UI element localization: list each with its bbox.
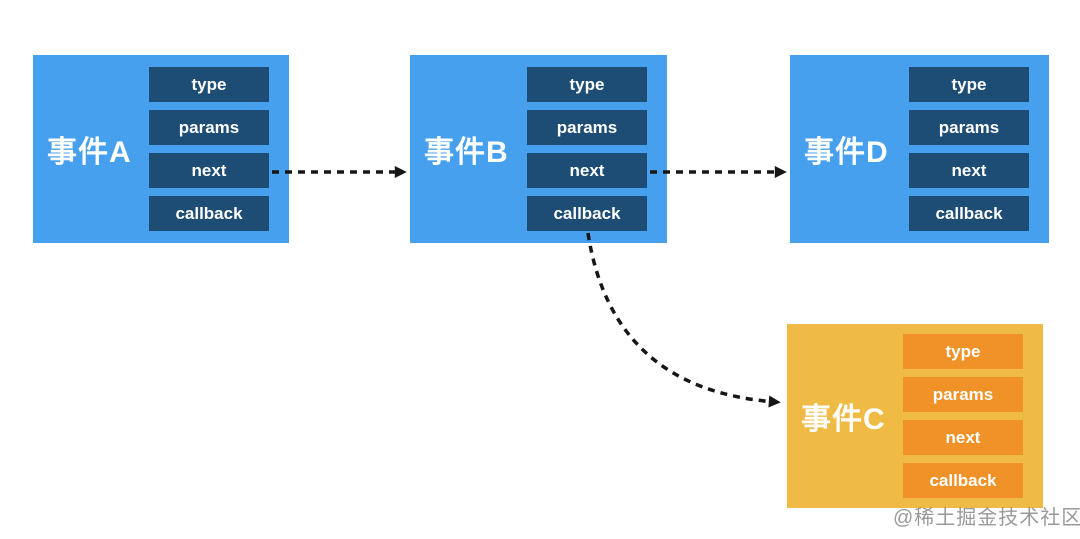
event-c-label: 事件C [801, 403, 886, 436]
watermark: @稀土掘金技术社区 [893, 507, 1080, 529]
event-node-a: 事件A type params next callback [33, 55, 289, 243]
event-node-d: 事件D type params next callback [790, 55, 1049, 243]
field-next: next [527, 153, 647, 188]
field-callback: callback [527, 196, 647, 231]
field-next: next [149, 153, 269, 188]
field-params: params [903, 377, 1023, 412]
field-params: params [909, 110, 1029, 145]
field-callback: callback [909, 196, 1029, 231]
event-a-fields: type params next callback [149, 67, 269, 231]
event-c-fields: type params next callback [903, 334, 1023, 498]
event-d-label: 事件D [804, 136, 889, 169]
event-a-label: 事件A [47, 136, 132, 169]
field-next: next [909, 153, 1029, 188]
field-callback: callback [903, 463, 1023, 498]
event-b-fields: type params next callback [527, 67, 647, 231]
event-node-c: 事件C type params next callback [787, 324, 1043, 508]
connector-b-callback-to-c [586, 232, 781, 408]
field-callback: callback [149, 196, 269, 231]
field-type: type [149, 67, 269, 102]
field-type: type [909, 67, 1029, 102]
event-node-b: 事件B type params next callback [410, 55, 667, 243]
field-type: type [903, 334, 1023, 369]
field-type: type [527, 67, 647, 102]
event-b-label: 事件B [424, 136, 509, 169]
field-params: params [149, 110, 269, 145]
field-next: next [903, 420, 1023, 455]
field-params: params [527, 110, 647, 145]
event-d-fields: type params next callback [909, 67, 1029, 231]
